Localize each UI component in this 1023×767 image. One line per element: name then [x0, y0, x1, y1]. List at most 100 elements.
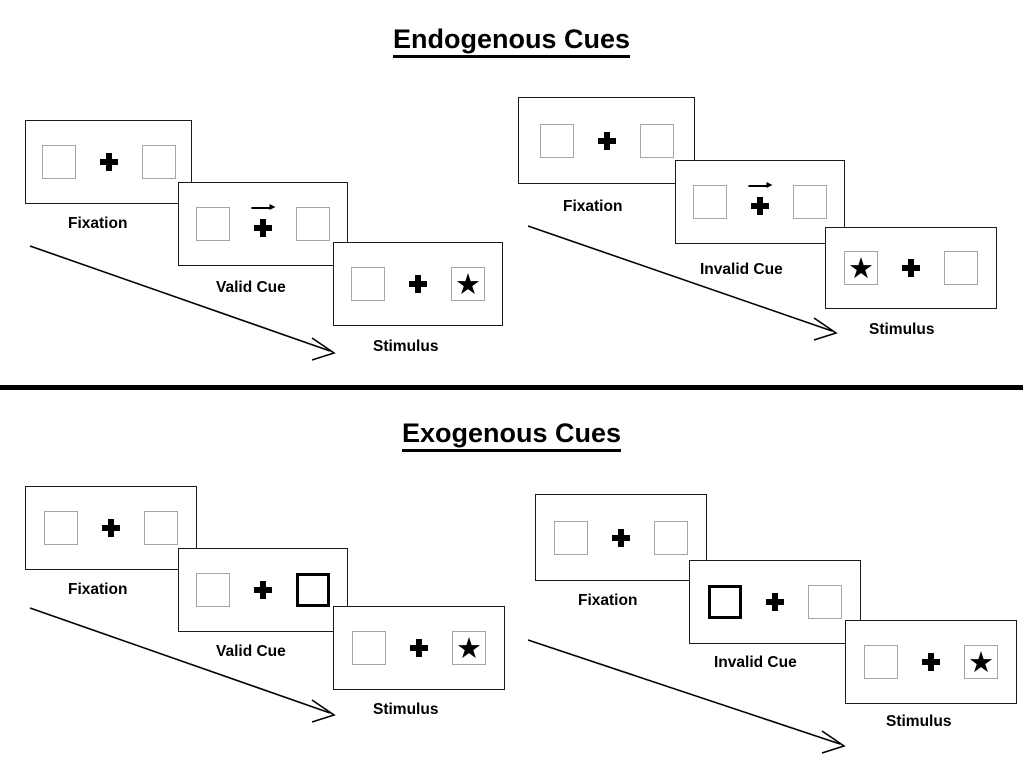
spacer — [624, 140, 640, 141]
section-divider — [0, 385, 1023, 390]
frame-content — [676, 161, 844, 243]
section-title-exogenous-text: Exogenous Cues — [401, 418, 622, 452]
fixation-cross-slot — [758, 582, 792, 622]
caption-exogenous-invalid-cue: Invalid Cue — [714, 654, 797, 671]
right-placeholder-box — [654, 520, 688, 555]
plus-cross-icon — [597, 131, 616, 150]
frame-content — [26, 121, 191, 203]
left-placeholder-box — [693, 185, 727, 219]
arrow-head — [269, 204, 276, 211]
caption-endogenous-valid-cue: Valid Cue — [216, 279, 286, 296]
plus-cross-icon — [99, 153, 118, 171]
spacer — [792, 602, 808, 603]
left-placeholder-box — [352, 631, 386, 665]
frame-content — [690, 561, 860, 643]
trial-frame-exogenous-valid-cue[interactable] — [178, 548, 348, 632]
spacer — [436, 648, 452, 649]
caption-endogenous-invalid-fixation: Fixation — [563, 198, 623, 215]
caption-exogenous-invalid-stimulus: Stimulus — [886, 713, 952, 730]
right-placeholder-box — [944, 251, 978, 285]
plus-cross-icon — [922, 653, 940, 671]
spacer — [898, 662, 914, 663]
trial-frame-exogenous-valid-fixation[interactable] — [25, 486, 197, 570]
right-placeholder-box — [808, 585, 842, 619]
spacer — [126, 162, 142, 163]
caption-exogenous-invalid-fixation: Fixation — [578, 592, 638, 609]
fixation-cross-slot — [894, 248, 928, 288]
fixation-cross-slot — [604, 518, 638, 558]
spacer — [385, 284, 401, 285]
trial-frame-endogenous-valid-fixation[interactable] — [25, 120, 192, 204]
caption-exogenous-valid-stimulus: Stimulus — [373, 701, 439, 718]
spacer — [230, 590, 246, 591]
right-target-box: ★ — [964, 645, 998, 679]
spacer — [878, 268, 894, 269]
spacer — [727, 202, 743, 203]
fixation-cross-slot — [246, 204, 280, 244]
left-placeholder-box — [864, 645, 898, 679]
left-placeholder-box — [539, 123, 574, 158]
trial-frame-exogenous-invalid-fixation[interactable] — [535, 494, 707, 581]
frame-content — [536, 495, 706, 580]
frame-content: ★ — [334, 607, 504, 689]
fixation-cross-slot — [94, 508, 128, 548]
plus-cross-icon — [254, 581, 272, 599]
plus-cross-icon — [902, 259, 920, 277]
star-icon: ★ — [456, 631, 482, 665]
plus-cross-icon — [751, 196, 769, 215]
spacer — [928, 268, 944, 269]
star-icon: ★ — [455, 267, 481, 301]
arrow-shaft — [748, 185, 768, 188]
frame-content — [26, 487, 196, 569]
trial-frame-endogenous-invalid-cue[interactable] — [675, 160, 845, 244]
caption-endogenous-invalid-cue: Invalid Cue — [700, 261, 783, 278]
frame-content: ★ — [846, 621, 1016, 703]
plus-cross-icon — [254, 218, 272, 237]
fixation-cross-slot — [401, 264, 435, 304]
fixation-cross-slot — [743, 182, 777, 222]
spacer — [588, 537, 604, 538]
trial-frame-exogenous-invalid-cue[interactable] — [689, 560, 861, 644]
spacer — [280, 224, 296, 225]
arrow-right-icon — [251, 203, 276, 212]
trial-frame-exogenous-invalid-stimulus[interactable]: ★ — [845, 620, 1017, 704]
spacer — [230, 224, 246, 225]
spacer — [574, 140, 590, 141]
star-icon: ★ — [968, 645, 994, 679]
trial-frame-endogenous-invalid-fixation[interactable] — [518, 97, 695, 184]
left-placeholder-box — [554, 520, 588, 555]
spacer — [435, 284, 451, 285]
trial-frame-endogenous-valid-cue[interactable] — [178, 182, 348, 266]
plus-cross-icon — [766, 593, 784, 611]
spacer — [78, 528, 94, 529]
spacer — [777, 202, 793, 203]
fixation-cross-slot — [92, 142, 126, 182]
plus-cross-icon — [409, 275, 427, 293]
spacer — [386, 648, 402, 649]
caption-endogenous-invalid-stimulus: Stimulus — [869, 321, 935, 338]
plus-cross-icon — [410, 639, 428, 657]
section-title-exogenous: Exogenous Cues — [0, 418, 1023, 452]
arrow-head — [766, 182, 773, 189]
fixation-cross-slot — [914, 642, 948, 682]
spacer — [128, 528, 144, 529]
frame-content — [179, 183, 347, 265]
section-title-endogenous: Endogenous Cues — [0, 24, 1023, 58]
right-placeholder-box — [141, 145, 176, 179]
trial-frame-endogenous-valid-stimulus[interactable]: ★ — [333, 242, 503, 326]
plus-cross-icon — [102, 519, 120, 537]
left-target-box: ★ — [844, 251, 878, 285]
caption-exogenous-valid-fixation: Fixation — [68, 581, 128, 598]
spacer — [280, 590, 296, 591]
trial-frame-exogenous-valid-stimulus[interactable]: ★ — [333, 606, 505, 690]
right-placeholder-box — [144, 511, 178, 545]
fixation-cross-slot — [590, 121, 624, 161]
left-placeholder-box — [41, 145, 76, 179]
trial-frame-endogenous-invalid-stimulus[interactable]: ★ — [825, 227, 997, 309]
right-cued-box — [296, 573, 330, 607]
spacer — [742, 602, 758, 603]
right-placeholder-box — [639, 123, 674, 158]
caption-exogenous-valid-cue: Valid Cue — [216, 643, 286, 660]
spacer — [76, 162, 92, 163]
time-flow-arrow-icon — [527, 639, 846, 754]
